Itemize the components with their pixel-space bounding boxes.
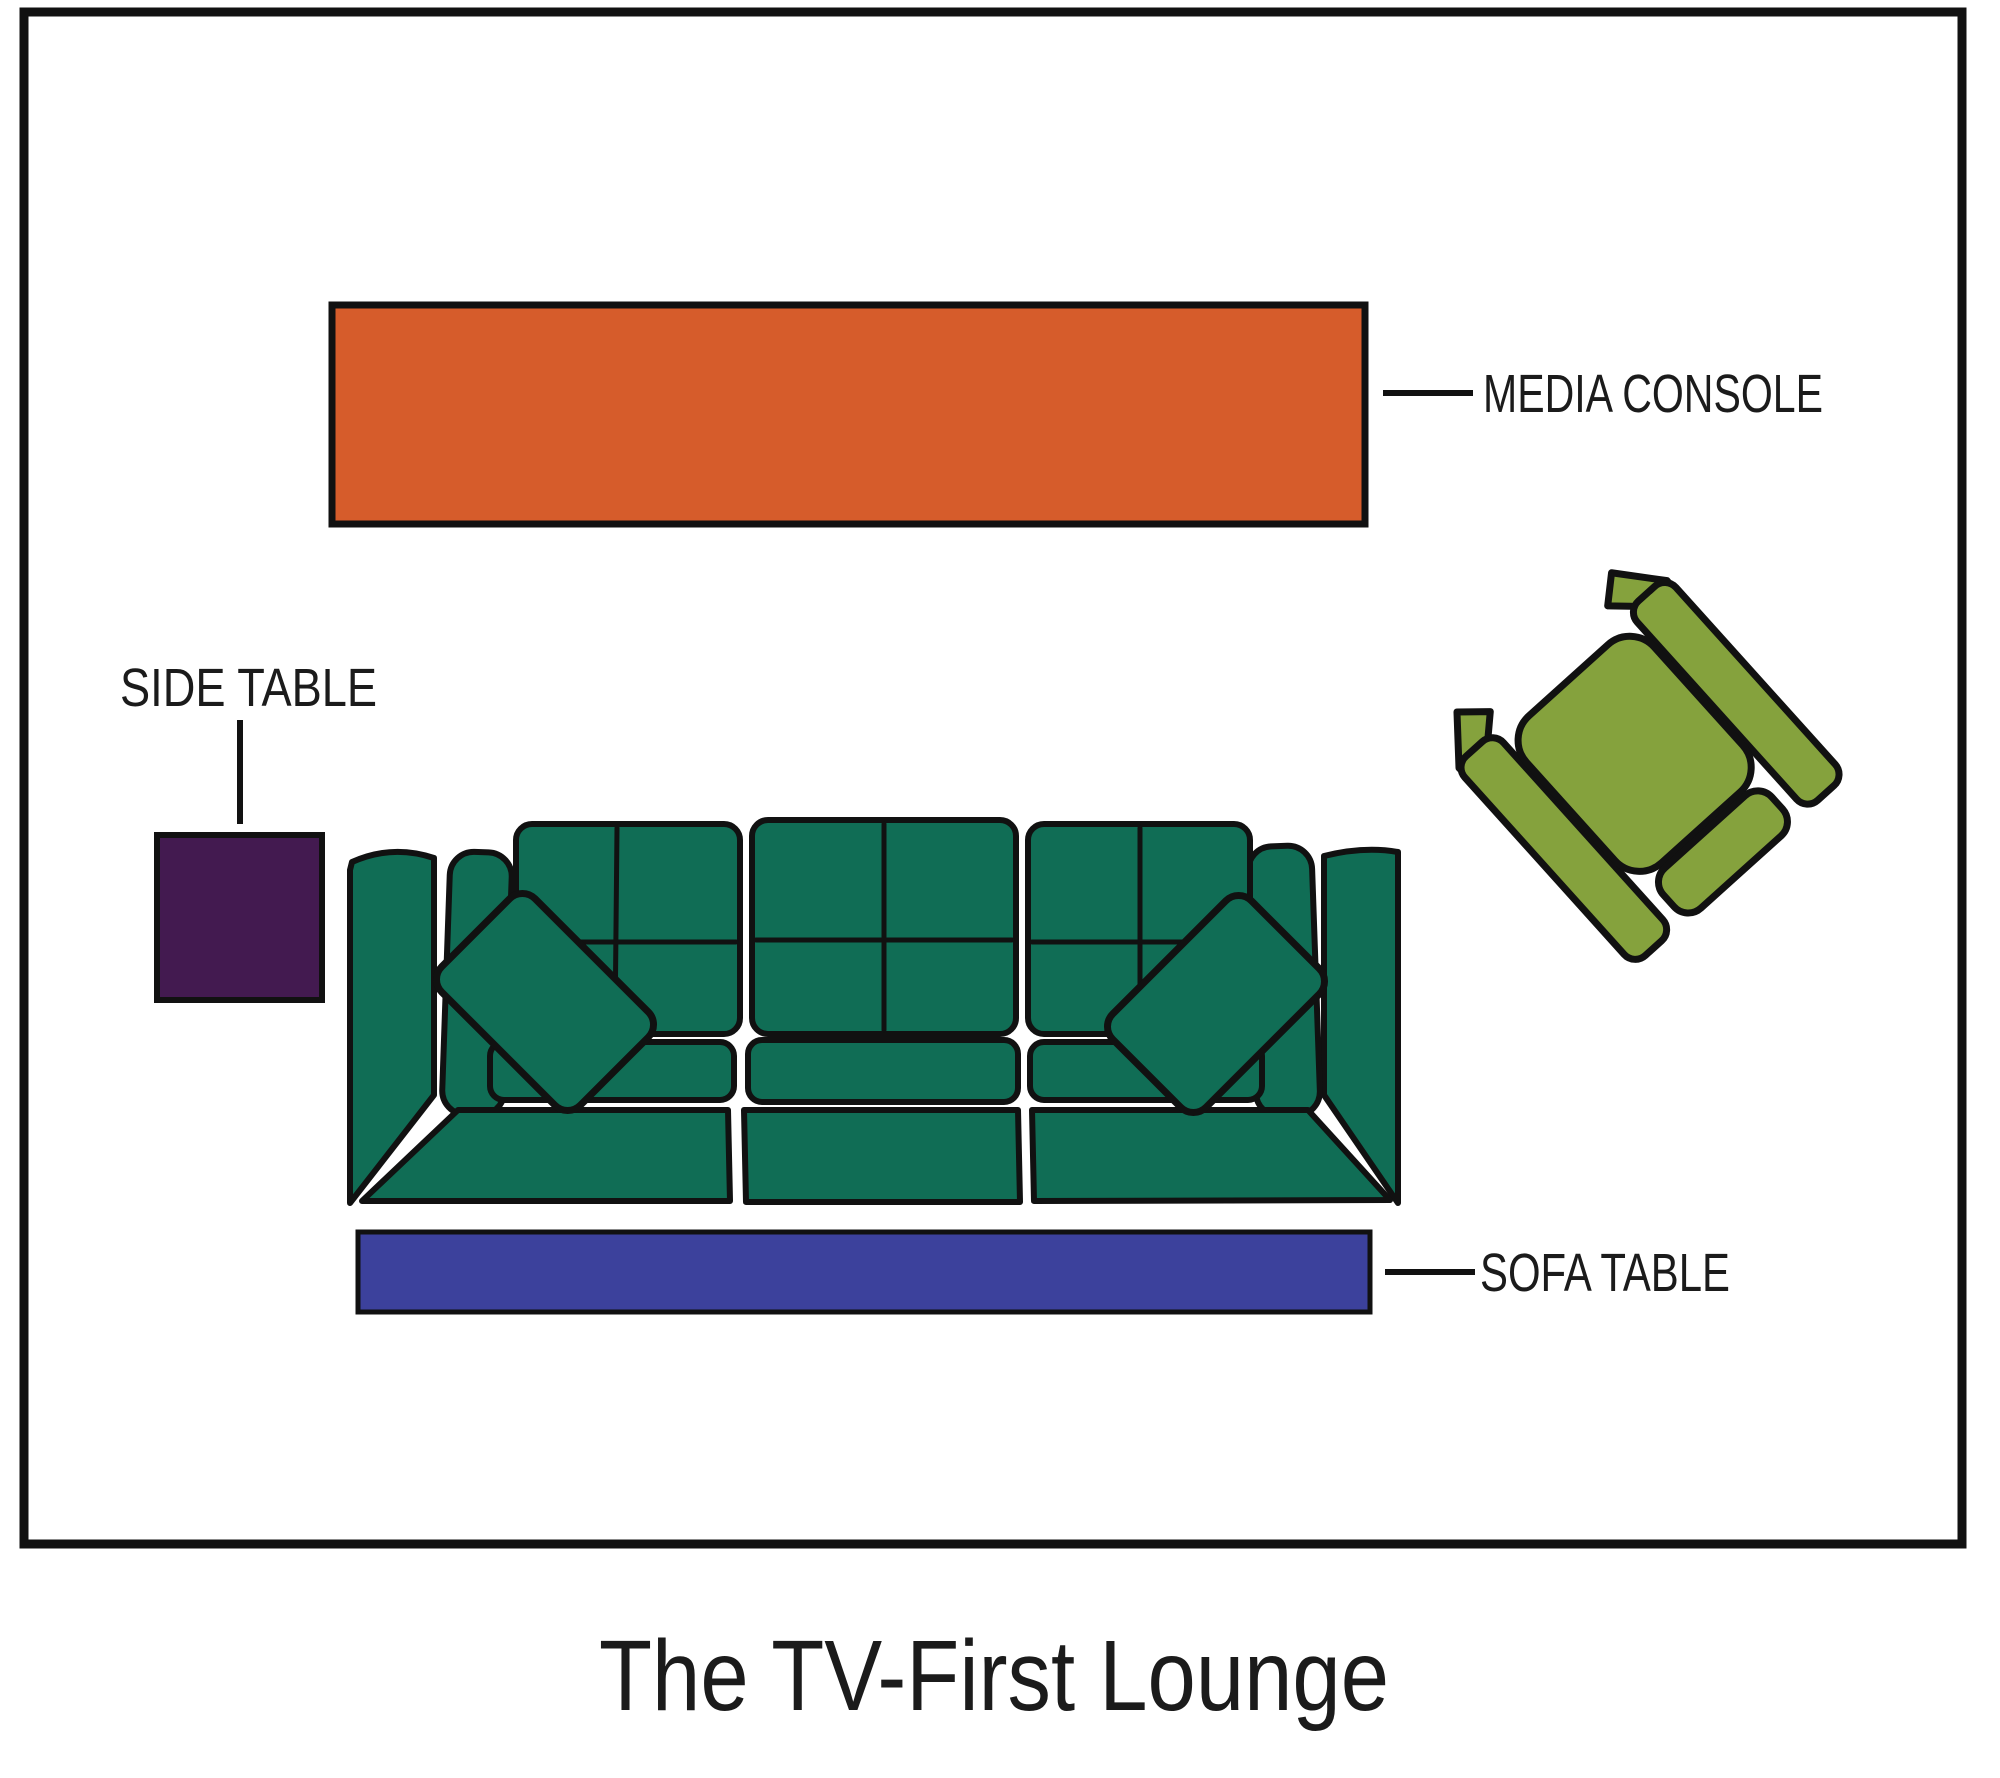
sofa-throw-pillow-right xyxy=(1103,891,1329,1117)
armchair-left-arm xyxy=(1457,734,1671,963)
armchair-seat-cushion xyxy=(1514,632,1755,875)
armchair xyxy=(1453,569,1843,963)
sofa-table xyxy=(355,1229,1373,1315)
sofa-throw-pillow-left xyxy=(432,889,658,1115)
sofa-table-label: SOFA TABLE xyxy=(1480,1243,1730,1303)
armchair-back-cushion xyxy=(1654,787,1791,917)
sofa-seat-cushion-center xyxy=(741,1107,1023,1205)
sofa-right-arm xyxy=(1321,846,1401,1206)
side-table-label: SIDE TABLE xyxy=(120,658,377,718)
side-table xyxy=(154,832,325,1003)
page-title: The TV-First Lounge xyxy=(599,1620,1389,1732)
sofa-seat-bolster-center xyxy=(745,1037,1021,1105)
sofa xyxy=(347,817,1401,1206)
room-outline xyxy=(19,7,1967,1549)
sofa-seat-cushion-left xyxy=(359,1107,733,1204)
annotations: MEDIA CONSOLE SIDE TABLE SOFA TABLE xyxy=(120,364,1823,1303)
media-console-label: MEDIA CONSOLE xyxy=(1483,364,1823,424)
armchair-right-arm xyxy=(1629,579,1843,808)
sofa-table-shape xyxy=(355,1229,1373,1315)
sofa-seat-cushion-right xyxy=(1029,1107,1393,1204)
side-table-shape xyxy=(154,832,325,1003)
media-console xyxy=(328,301,1369,528)
sofa-left-arm xyxy=(347,848,437,1206)
media-console-shape xyxy=(328,301,1369,528)
sofa-back-cushion-center xyxy=(749,817,1019,1037)
